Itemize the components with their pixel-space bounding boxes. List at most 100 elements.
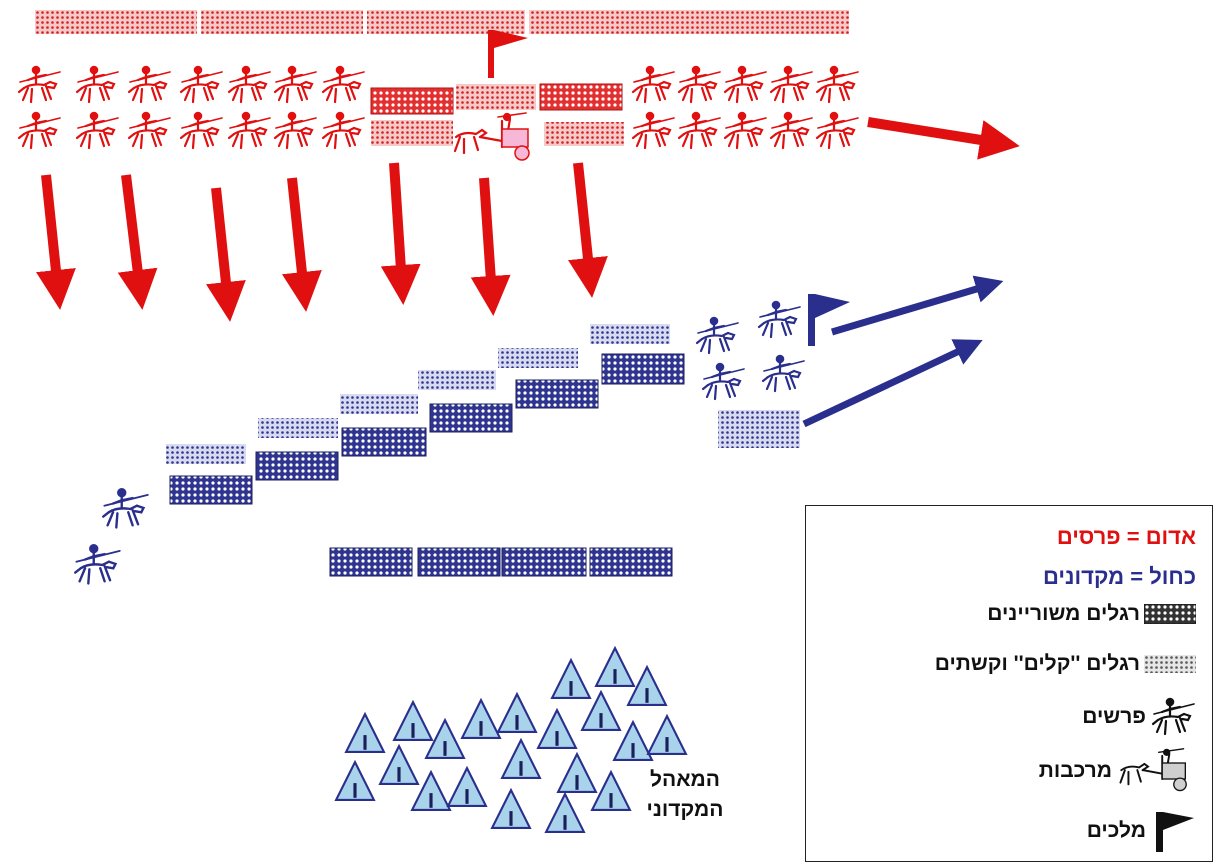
persian-advance-arrows bbox=[36, 117, 1020, 322]
tent-icon bbox=[545, 793, 585, 833]
horseman-icon bbox=[769, 111, 814, 150]
camp-label: המאהל המקדוני bbox=[600, 765, 770, 825]
macedonian-heavy-infantry bbox=[501, 547, 587, 577]
tent-icon bbox=[461, 699, 501, 739]
macedonian-light-infantry bbox=[590, 324, 670, 344]
legend-macedonians-label: כחול = מקדונים bbox=[1043, 564, 1196, 589]
macedonian-heavy-infantry bbox=[417, 547, 501, 577]
persian-heavy-infantry bbox=[539, 83, 623, 111]
persian-light-infantry bbox=[371, 120, 453, 146]
horseman-icon bbox=[631, 111, 676, 150]
legend-cavalry-label: פרשים bbox=[1082, 705, 1146, 728]
legend-macedonians-row: כחול = מקדונים bbox=[1043, 564, 1196, 590]
arrow-icon bbox=[117, 174, 158, 310]
macedonian-light-infantry bbox=[498, 348, 578, 368]
persian-light-infantry bbox=[529, 10, 849, 34]
macedonian-heavy-infantry bbox=[341, 427, 427, 457]
macedonian-heavy-infantry bbox=[589, 547, 673, 577]
legend-kings-row: מלכים bbox=[1077, 808, 1196, 854]
persian-cavalry-left bbox=[17, 65, 366, 150]
arrow-icon bbox=[470, 177, 511, 316]
horseman-icon bbox=[17, 65, 62, 104]
horseman-icon bbox=[321, 111, 366, 150]
macedonian-cavalry-right bbox=[695, 300, 806, 401]
horseman-icon bbox=[75, 65, 120, 104]
horseman-icon bbox=[75, 111, 120, 150]
macedonian-heavy-infantry bbox=[169, 475, 253, 505]
arrow-icon bbox=[802, 339, 983, 428]
chariot-icon bbox=[1119, 747, 1188, 792]
macedonian-heavy-infantry bbox=[255, 451, 339, 481]
flag-icon bbox=[1156, 812, 1194, 852]
horseman-icon bbox=[631, 65, 676, 104]
macedonian-light-infantry bbox=[418, 370, 496, 390]
horseman-icon bbox=[695, 316, 740, 355]
arrow-icon bbox=[282, 177, 322, 312]
macedonian-heavy-infantry bbox=[601, 353, 685, 385]
tent-icon bbox=[447, 767, 487, 807]
legend-cavalry-row: פרשים bbox=[1082, 694, 1196, 740]
legend-heavy-infantry-row: רגלים משוריינים bbox=[987, 602, 1196, 626]
arrow-icon bbox=[867, 117, 1020, 160]
persian-army bbox=[17, 10, 1020, 322]
persian-cavalry-right bbox=[631, 65, 860, 150]
horseman-icon bbox=[769, 65, 814, 104]
legend-persians-label: אדום = פרסים bbox=[1056, 524, 1196, 549]
legend-light-infantry-row: רגלים ''קלים'' וקשתים bbox=[935, 652, 1196, 676]
horseman-icon bbox=[321, 65, 366, 104]
tent-icon bbox=[393, 701, 433, 741]
macedonian-army bbox=[74, 275, 1004, 585]
arrow-icon bbox=[36, 174, 76, 310]
horseman-icon bbox=[677, 111, 722, 150]
horseman-icon bbox=[179, 111, 224, 150]
persian-light-infantry bbox=[544, 122, 624, 146]
arrow-icon bbox=[568, 162, 608, 298]
tent-icon bbox=[557, 753, 597, 793]
tent-icon bbox=[335, 761, 375, 801]
persian-light-infantry bbox=[456, 84, 536, 110]
horseman-icon bbox=[102, 488, 150, 529]
legend-heavy-infantry-label: רגלים משוריינים bbox=[987, 602, 1140, 625]
horseman-icon bbox=[723, 111, 768, 150]
macedonian-advance-arrows bbox=[802, 275, 1004, 428]
horseman-icon bbox=[1151, 697, 1196, 736]
light-infantry-swatch-icon bbox=[1144, 655, 1196, 673]
horseman-icon bbox=[761, 354, 806, 393]
tent-icon bbox=[497, 693, 537, 733]
legend-kings-label: מלכים bbox=[1086, 819, 1146, 842]
horseman-icon bbox=[17, 111, 62, 150]
tent-icon bbox=[345, 713, 385, 753]
horseman-icon bbox=[701, 362, 746, 401]
horseman-icon bbox=[273, 111, 318, 150]
tent-icon bbox=[411, 771, 451, 811]
legend-chariots-label: מרכבות bbox=[1038, 759, 1112, 782]
legend-persians-row: אדום = פרסים bbox=[1057, 524, 1196, 550]
horseman-icon bbox=[723, 65, 768, 104]
persian-light-infantry bbox=[35, 10, 197, 34]
camp-label-line1: המאהל bbox=[650, 768, 720, 791]
horseman-icon bbox=[227, 65, 272, 104]
horseman-icon bbox=[127, 65, 172, 104]
tent-icon bbox=[647, 715, 687, 755]
macedonian-king-flag-icon bbox=[808, 294, 850, 346]
legend: אדום = פרסים כחול = מקדונים רגלים משוריי… bbox=[805, 505, 1213, 862]
arrow-icon bbox=[206, 187, 246, 322]
macedonian-heavy-infantry bbox=[329, 547, 413, 577]
macedonian-cavalry-left bbox=[74, 488, 150, 585]
tent-icon bbox=[379, 745, 419, 785]
horseman-icon bbox=[757, 300, 802, 339]
horseman-icon bbox=[179, 65, 224, 104]
horseman-icon bbox=[74, 544, 122, 585]
horseman-icon bbox=[677, 65, 722, 104]
legend-light-infantry-label: רגלים ''קלים'' וקשתים bbox=[934, 652, 1140, 675]
macedonian-light-infantry bbox=[258, 418, 338, 438]
camp-label-line2: המקדוני bbox=[646, 798, 724, 821]
persian-light-infantry bbox=[201, 10, 363, 34]
heavy-infantry-swatch-icon bbox=[1144, 604, 1196, 624]
tent-icon bbox=[595, 647, 635, 687]
horseman-icon bbox=[273, 65, 318, 104]
macedonian-heavy-infantry bbox=[429, 403, 513, 433]
macedonian-light-infantry bbox=[166, 444, 246, 464]
macedonian-light-infantry bbox=[340, 394, 418, 414]
